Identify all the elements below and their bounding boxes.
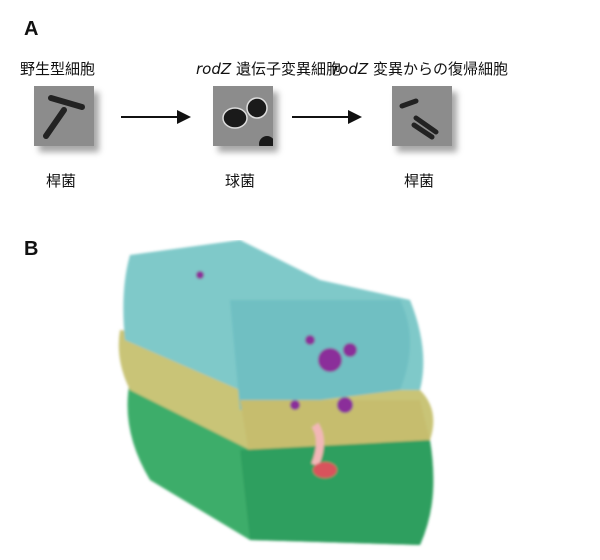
stage-2-title-text: 遺伝子変異細胞 (235, 60, 341, 78)
protein-structure-image (118, 240, 434, 545)
arrow-right-icon (292, 110, 362, 124)
wildtype-micrograph (34, 86, 94, 146)
rodz-mutant-micrograph (213, 86, 273, 146)
stage-1-shape: 桿菌 (46, 172, 77, 190)
stage-1-title-text: 野生型細胞 (20, 60, 96, 78)
stage-3-shape: 桿菌 (404, 172, 435, 190)
stage-1-title: 野生型細胞 (20, 58, 95, 79)
revertant-micrograph (392, 86, 452, 146)
panel-b-label: B (24, 238, 39, 260)
stage-2-shape: 球菌 (225, 172, 256, 190)
arrow-right-icon (121, 110, 191, 124)
stage-2-gene: rodZ (196, 60, 232, 78)
stage-2-title: rodZ 遺伝子変異細胞 (196, 58, 341, 79)
stage-3-title: rodZ 変異からの復帰細胞 (333, 58, 508, 79)
stage-3-title-text: 変異からの復帰細胞 (372, 60, 508, 78)
panel-a-label: A (24, 18, 39, 40)
stage-3-gene: rodZ (333, 60, 369, 78)
